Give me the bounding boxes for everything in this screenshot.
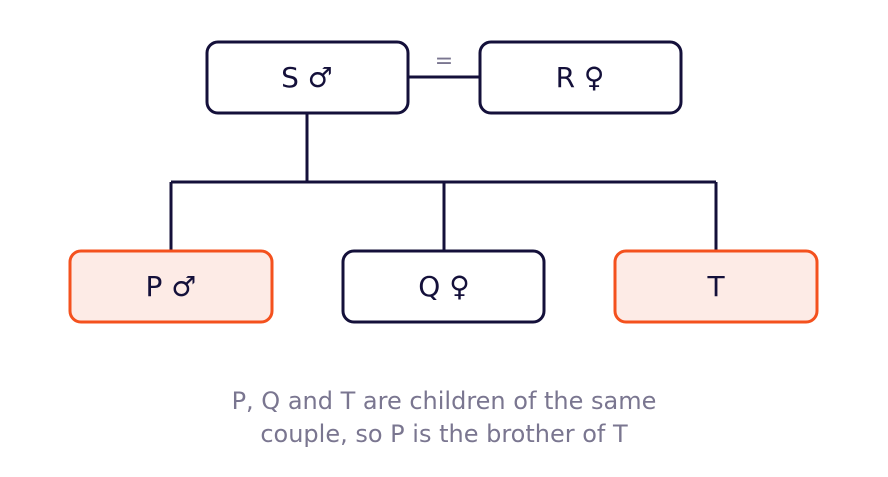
marriage-symbol: = [435, 49, 453, 74]
person-box-t: T [613, 249, 819, 324]
person-label-p: P ♂ [146, 270, 197, 303]
person-label-r: R ♀ [556, 61, 605, 94]
person-box-s: S ♂ [205, 40, 410, 115]
caption-line-2: couple, so P is the brother of T [260, 420, 628, 448]
person-box-p: P ♂ [68, 249, 274, 324]
caption-line-1: P, Q and T are children of the same [231, 387, 657, 415]
person-box-r: R ♀ [478, 40, 683, 115]
person-label-q: Q ♀ [418, 270, 469, 303]
person-box-q: Q ♀ [341, 249, 546, 324]
person-label-t: T [706, 270, 725, 303]
person-label-s: S ♂ [281, 61, 333, 94]
